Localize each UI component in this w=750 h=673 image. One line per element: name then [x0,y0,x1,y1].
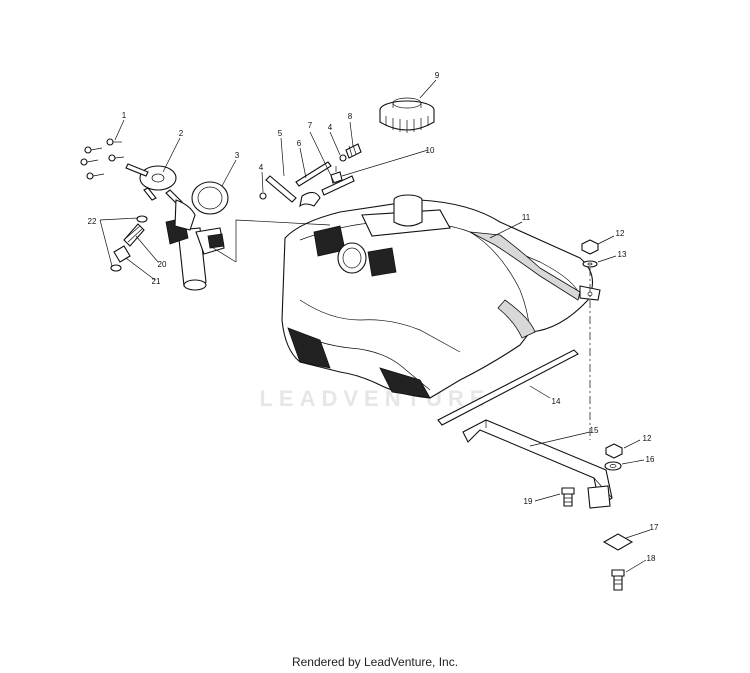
callout-15: 15 [590,426,599,435]
tank-bracket [462,419,613,509]
nut-12-bottom [605,443,623,459]
fuel-pump [125,163,225,291]
nut-12-top [581,239,599,255]
fuel-line-20 [123,223,145,247]
callout-12a: 12 [616,229,625,238]
callout-8: 8 [348,112,353,121]
washer-16 [604,461,622,471]
callout-13: 13 [618,250,627,259]
hose-6 [295,161,332,187]
callout-10: 10 [426,146,435,155]
check-valve-8 [345,143,362,159]
callout-3: 3 [235,151,240,160]
callouts: 1 2 3 4 5 6 7 4 8 9 10 11 12 13 14 15 12… [88,71,659,563]
callout-20: 20 [158,260,167,269]
hose-7 [321,175,355,196]
bolt-18 [611,569,625,591]
callout-4b: 4 [328,123,333,132]
vent-fitting [330,166,343,184]
callout-6: 6 [297,139,302,148]
gas-cap [379,97,435,133]
clamp-4 [259,154,347,200]
callout-22: 22 [88,217,97,226]
washer-13 [582,260,598,268]
pump-gasket [191,181,229,215]
callout-9: 9 [435,71,440,80]
clamp-22 [110,215,148,272]
callout-19: 19 [524,497,533,506]
callout-1: 1 [122,111,127,120]
rubber-strip [437,349,579,426]
callout-14: 14 [552,397,561,406]
callout-17: 17 [650,523,659,532]
screws-1 [80,138,125,180]
callout-12b: 12 [643,434,652,443]
callout-16: 16 [646,455,655,464]
callout-21: 21 [152,277,161,286]
hose-5 [265,175,297,203]
callout-7: 7 [308,121,313,130]
callout-18: 18 [647,554,656,563]
callout-4a: 4 [259,163,264,172]
elbow [299,191,321,208]
leader-lines [99,79,651,573]
pad-17 [602,533,634,551]
watermark-text: LEADVENTURE [259,386,490,411]
fuel-tank [281,194,601,399]
callout-5: 5 [278,129,283,138]
callout-11: 11 [522,213,531,222]
bolt-19 [561,487,575,507]
footer-credit: Rendered by LeadVenture, Inc. [291,655,459,669]
callout-2: 2 [179,129,184,138]
